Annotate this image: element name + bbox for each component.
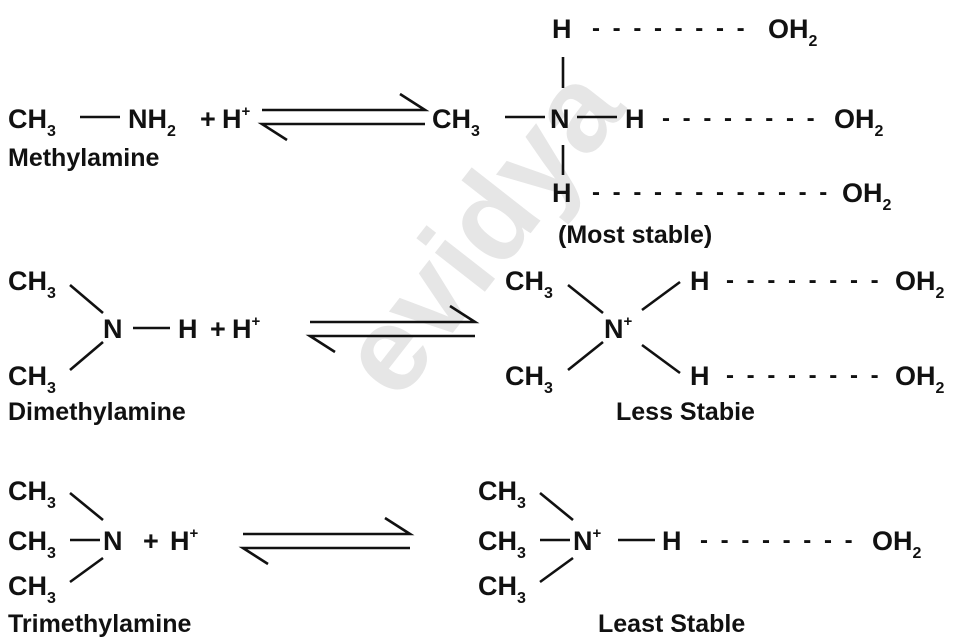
- r2-hbond-top: - - - - - - - -: [726, 267, 882, 294]
- r3-product-ch3-top: CH3: [478, 476, 526, 512]
- reaction-3: CH3 CH3 CH3 N + H+ Trimethylamine CH3 CH…: [8, 476, 922, 638]
- r1-nh2: NH2: [128, 104, 176, 140]
- r2-product-ch3-bottom: CH3: [505, 361, 553, 397]
- r2-product-h-bottom: H: [690, 361, 710, 391]
- r2-product-label: Less Stabie: [616, 398, 755, 426]
- r2-ch3-bottom: CH3: [8, 361, 56, 397]
- r2-h: H: [178, 314, 198, 344]
- r3-plus: +: [143, 526, 159, 556]
- r2-equilibrium-arrow: [305, 304, 480, 354]
- r1-product-label: (Most stable): [558, 221, 712, 249]
- r3-ch3-top: CH3: [8, 476, 56, 512]
- r3-product-bond-bottom: [539, 556, 574, 584]
- r1-hbond-mid: - - - - - - - -: [662, 105, 818, 132]
- r1-oh2-mid: OH2: [834, 104, 884, 140]
- r2-n: N: [103, 314, 123, 344]
- reaction-1: CH3 NH2 + H+ Methylamine CH3 N H - - - -…: [8, 14, 892, 249]
- r1-equilibrium-arrow: [257, 92, 430, 142]
- r2-bond-top: [69, 284, 104, 314]
- r2-bond-bottom: [69, 341, 104, 371]
- r3-product-bond-top: [539, 491, 574, 522]
- r2-hplus: H+: [232, 313, 261, 344]
- r1-product-n: N: [550, 104, 570, 134]
- r2-product-h-top: H: [690, 266, 710, 296]
- r3-oh2: OH2: [872, 526, 922, 562]
- r1-product-h-top: H: [552, 14, 572, 44]
- r2-product-n: N+: [604, 313, 633, 344]
- r2-product-bond-h-bottom: [641, 343, 681, 375]
- r3-product-ch3-mid: CH3: [478, 526, 526, 562]
- r1-oh2-top: OH2: [768, 14, 818, 50]
- r1-product-h-mid: H: [625, 104, 645, 134]
- r2-product-bond-h-top: [641, 280, 681, 312]
- r2-reactant-name: Dimethylamine: [8, 398, 186, 426]
- r1-product-ch3: CH3: [432, 104, 480, 140]
- r3-product-n: N+: [573, 525, 602, 556]
- r3-bond-top: [69, 491, 104, 522]
- r1-plus: +: [200, 104, 216, 134]
- r3-equilibrium-arrow: [238, 516, 415, 566]
- reaction-2: CH3 CH3 N H + H+ Dimethylamine CH3 CH3 N…: [8, 266, 945, 426]
- r2-oh2-bottom: OH2: [895, 361, 945, 397]
- r3-n: N: [103, 526, 123, 556]
- r1-hplus: H+: [222, 103, 251, 134]
- r3-ch3-bottom: CH3: [8, 571, 56, 607]
- r2-ch3-top: CH3: [8, 266, 56, 302]
- r3-ch3-mid: CH3: [8, 526, 56, 562]
- r1-oh2-bottom: OH2: [842, 178, 892, 214]
- r3-hbond: - - - - - - - -: [700, 527, 856, 554]
- r1-ch3: CH3: [8, 104, 56, 140]
- r3-bond-bottom: [69, 556, 104, 584]
- r3-hplus: H+: [170, 525, 199, 556]
- r3-product-ch3-bottom: CH3: [478, 571, 526, 607]
- r2-product-bond-ch3-bottom: [567, 340, 604, 372]
- r3-product-label: Least Stable: [598, 610, 745, 638]
- r3-reactant-name: Trimethylamine: [8, 610, 191, 638]
- r2-oh2-top: OH2: [895, 266, 945, 302]
- r1-product-h-bottom: H: [552, 178, 572, 208]
- r2-plus: +: [210, 314, 226, 344]
- r2-product-ch3-top: CH3: [505, 266, 553, 302]
- r1-reactant-name: Methylamine: [8, 144, 160, 172]
- r1-hbond-top: - - - - - - - -: [592, 15, 748, 42]
- r2-product-bond-ch3-top: [567, 283, 604, 315]
- r1-hbond-bottom: - - - - - - - - - - - -: [592, 179, 830, 206]
- r3-product-h: H: [662, 526, 682, 556]
- r2-hbond-bottom: - - - - - - - -: [726, 362, 882, 389]
